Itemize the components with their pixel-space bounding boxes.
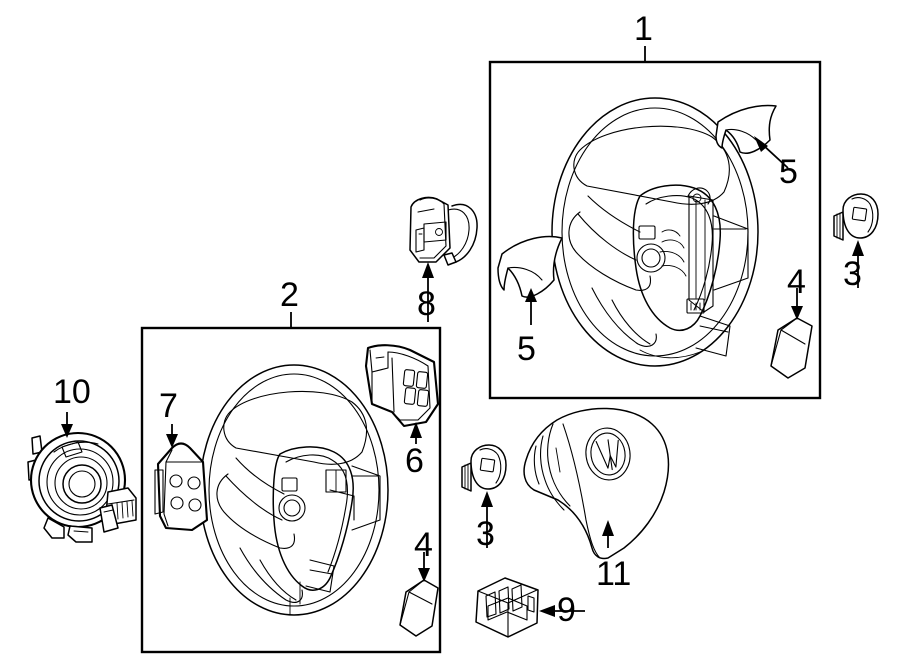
callout-4-lower: 4	[414, 526, 433, 564]
callout-3-lower-arrow	[481, 491, 493, 507]
callout-11-arrow	[602, 520, 614, 536]
callout-3-upper-arrow	[852, 240, 864, 256]
callout-4-lower-arrow	[418, 568, 430, 582]
callout-9-arrow	[539, 605, 555, 617]
part-3-bolt-upper	[833, 193, 879, 241]
callout-3-lower: 3	[476, 515, 495, 553]
callout-4-upper-arrow	[791, 306, 803, 320]
part-3-bolt-lower	[461, 444, 507, 492]
part-11-driver-airbag	[523, 407, 670, 560]
part-4-trim-wedge-lower	[399, 579, 439, 637]
callout-5-left-arrow	[525, 288, 537, 302]
part-5-spoke-trim-left	[497, 235, 563, 298]
callout-1: 1	[634, 10, 653, 48]
callout-3-upper: 3	[843, 255, 862, 293]
callout-8: 8	[417, 285, 436, 323]
steering-wheel-2	[199, 364, 389, 616]
callout-5-right-arrow	[754, 136, 768, 152]
callout-10-arrow	[61, 424, 73, 438]
callout-10: 10	[53, 373, 91, 411]
callout-7: 7	[159, 387, 178, 425]
callout-2: 2	[280, 276, 299, 314]
callout-6-arrow	[410, 422, 422, 438]
callout-5-left: 5	[517, 330, 536, 368]
callout-6: 6	[405, 442, 424, 480]
part-9-connector	[475, 577, 539, 638]
callout-4-upper: 4	[787, 263, 806, 301]
part-8-switch-module	[409, 196, 478, 266]
callout-11: 11	[596, 555, 632, 593]
callout-9: 9	[557, 591, 576, 629]
callout-7-arrow	[166, 434, 178, 448]
callout-8-arrow	[422, 262, 434, 278]
steering-wheel-1	[551, 97, 759, 367]
callout-5-right: 5	[779, 153, 798, 191]
callout-5-right-leader	[761, 143, 789, 169]
part-10-clock-spring	[27, 431, 137, 543]
part-7-button-panel	[154, 442, 209, 532]
part-6-switch-panel	[364, 344, 440, 428]
part-4-trim-wedge-upper	[770, 317, 813, 379]
